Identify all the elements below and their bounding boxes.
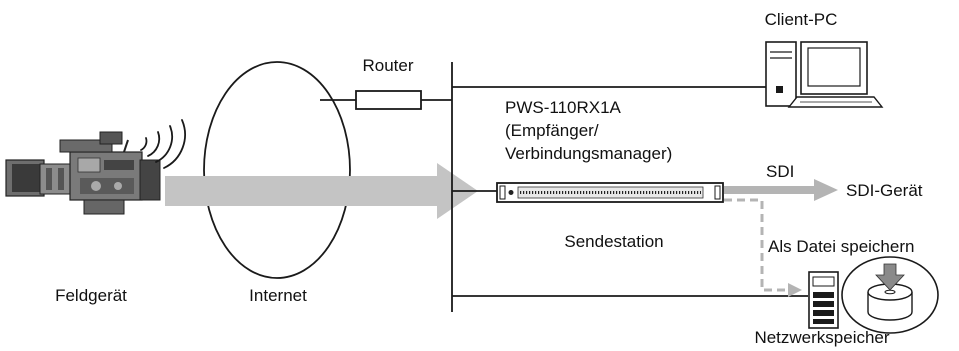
network-storage-label: Netzwerkspeicher <box>754 328 890 347</box>
receiver-label-line1: PWS-110RX1A <box>505 98 621 117</box>
desktop-computer-icon <box>765 41 884 108</box>
disk-save-icon <box>841 256 939 334</box>
receiver-label-line3: Verbindungsmanager) <box>505 144 673 163</box>
server-icon <box>808 271 839 329</box>
sdi-arrow <box>724 179 838 201</box>
broadcast-station-label: Sendestation <box>564 232 664 251</box>
internet-cloud <box>203 61 351 279</box>
save-path-dashed <box>724 198 790 292</box>
stream-arrow <box>165 163 478 219</box>
save-path-arrowhead <box>788 283 802 297</box>
client-pc-label: Client-PC <box>764 10 838 29</box>
wireless-signal-icon <box>140 119 186 169</box>
sdi-device-label: SDI-Gerät <box>846 181 923 200</box>
rack-receiver-icon <box>496 182 724 203</box>
router-label: Router <box>362 56 414 75</box>
router-box <box>355 90 422 110</box>
sdi-label: SDI <box>766 162 795 181</box>
internet-label: Internet <box>249 286 307 305</box>
save-as-file-label: Als Datei speichern <box>768 237 915 256</box>
field-device-label: Feldgerät <box>55 286 127 305</box>
camcorder-icon <box>5 131 161 215</box>
receiver-label-line2: (Empfänger/ <box>505 121 599 140</box>
